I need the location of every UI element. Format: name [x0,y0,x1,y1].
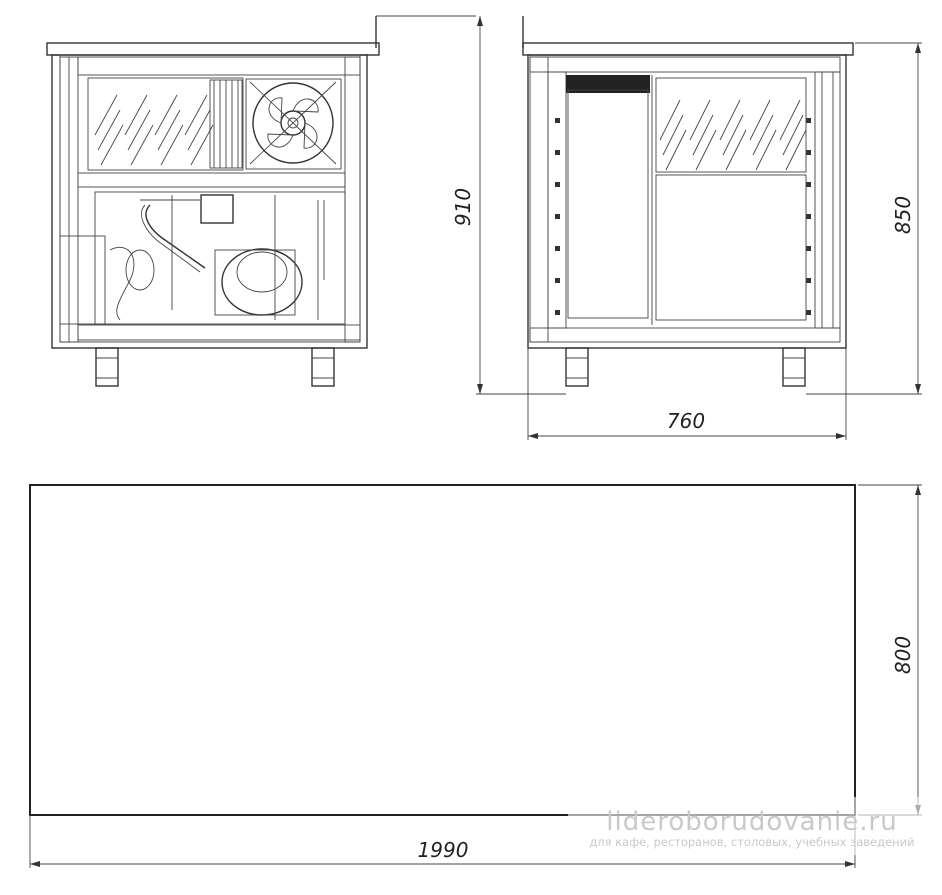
front-view [46,16,380,387]
watermark-tagline: для кафе, ресторанов, столовых, учебных … [589,835,914,849]
dim-label-1990: 1990 [418,838,469,862]
dim-label-760: 760 [667,409,705,433]
watermark-site: lideroborudovanie.ru [606,807,897,837]
dim-label-910: 910 [451,188,475,226]
dim-label-850: 850 [891,196,915,234]
watermark: lideroborudovanie.ru для кафе, ресторано… [568,797,938,855]
side-view [522,16,854,387]
dim-label-800: 800 [891,636,915,674]
dimension-lines-side [376,15,922,440]
top-view [29,484,922,868]
